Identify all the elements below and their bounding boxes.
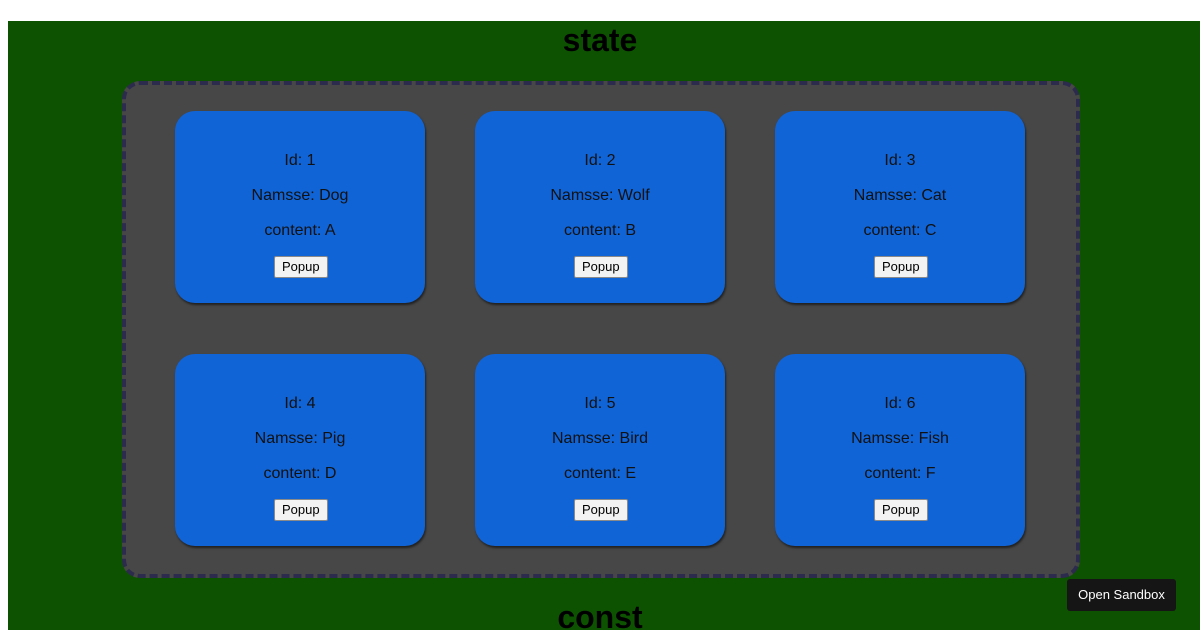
card-1: Id: 1 Namsse: Dog content: A Popup bbox=[175, 111, 425, 303]
card-name: Namsse: Wolf bbox=[550, 187, 650, 204]
card-name: Namsse: Dog bbox=[251, 187, 349, 204]
card-id: Id: 3 bbox=[884, 152, 916, 169]
const-heading: const bbox=[557, 599, 643, 630]
card-name: Namsse: Cat bbox=[853, 187, 947, 204]
card-content: content: C bbox=[863, 222, 937, 239]
card-3: Id: 3 Namsse: Cat content: C Popup bbox=[775, 111, 1025, 303]
popup-button[interactable]: Popup bbox=[574, 256, 628, 278]
card-content: content: D bbox=[263, 465, 337, 482]
app-root: state Id: 1 Namsse: Dog content: A Popup… bbox=[8, 21, 1200, 630]
card-content: content: F bbox=[864, 465, 936, 482]
card-id: Id: 4 bbox=[284, 395, 316, 412]
state-heading: state bbox=[562, 22, 638, 58]
card-id: Id: 6 bbox=[884, 395, 916, 412]
card-content: content: E bbox=[563, 465, 637, 482]
card-name: Namsse: Fish bbox=[851, 430, 949, 447]
popup-button[interactable]: Popup bbox=[874, 499, 928, 521]
card-2: Id: 2 Namsse: Wolf content: B Popup bbox=[475, 111, 725, 303]
card-4: Id: 4 Namsse: Pig content: D Popup bbox=[175, 354, 425, 546]
popup-button[interactable]: Popup bbox=[274, 256, 328, 278]
card-id: Id: 5 bbox=[584, 395, 616, 412]
card-id: Id: 2 bbox=[584, 152, 616, 169]
card-id: Id: 1 bbox=[284, 152, 316, 169]
cards-container: Id: 1 Namsse: Dog content: A Popup Id: 2… bbox=[122, 81, 1080, 578]
card-5: Id: 5 Namsse: Bird content: E Popup bbox=[475, 354, 725, 546]
open-sandbox-button[interactable]: Open Sandbox bbox=[1067, 579, 1176, 611]
popup-button[interactable]: Popup bbox=[274, 499, 328, 521]
popup-button[interactable]: Popup bbox=[874, 256, 928, 278]
popup-button[interactable]: Popup bbox=[574, 499, 628, 521]
card-name: Namsse: Bird bbox=[551, 430, 649, 447]
card-name: Namsse: Pig bbox=[254, 430, 346, 447]
card-6: Id: 6 Namsse: Fish content: F Popup bbox=[775, 354, 1025, 546]
card-content: content: A bbox=[264, 222, 336, 239]
card-content: content: B bbox=[563, 222, 637, 239]
